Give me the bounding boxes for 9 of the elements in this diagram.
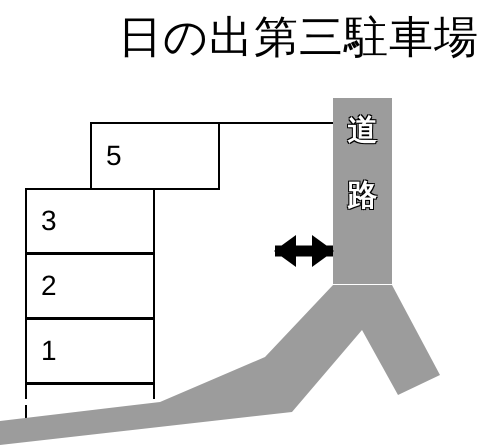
parking-space: 1 xyxy=(25,318,155,384)
road-label: 道路 xyxy=(346,112,378,215)
double-arrow xyxy=(274,235,334,267)
parking-space: 3 xyxy=(25,188,155,254)
parking-space: 5 xyxy=(90,122,220,190)
parking-space: 2 xyxy=(25,253,155,319)
empty-space xyxy=(25,383,155,399)
title: 日の出第三駐車場 xyxy=(118,12,479,65)
road xyxy=(333,98,392,284)
